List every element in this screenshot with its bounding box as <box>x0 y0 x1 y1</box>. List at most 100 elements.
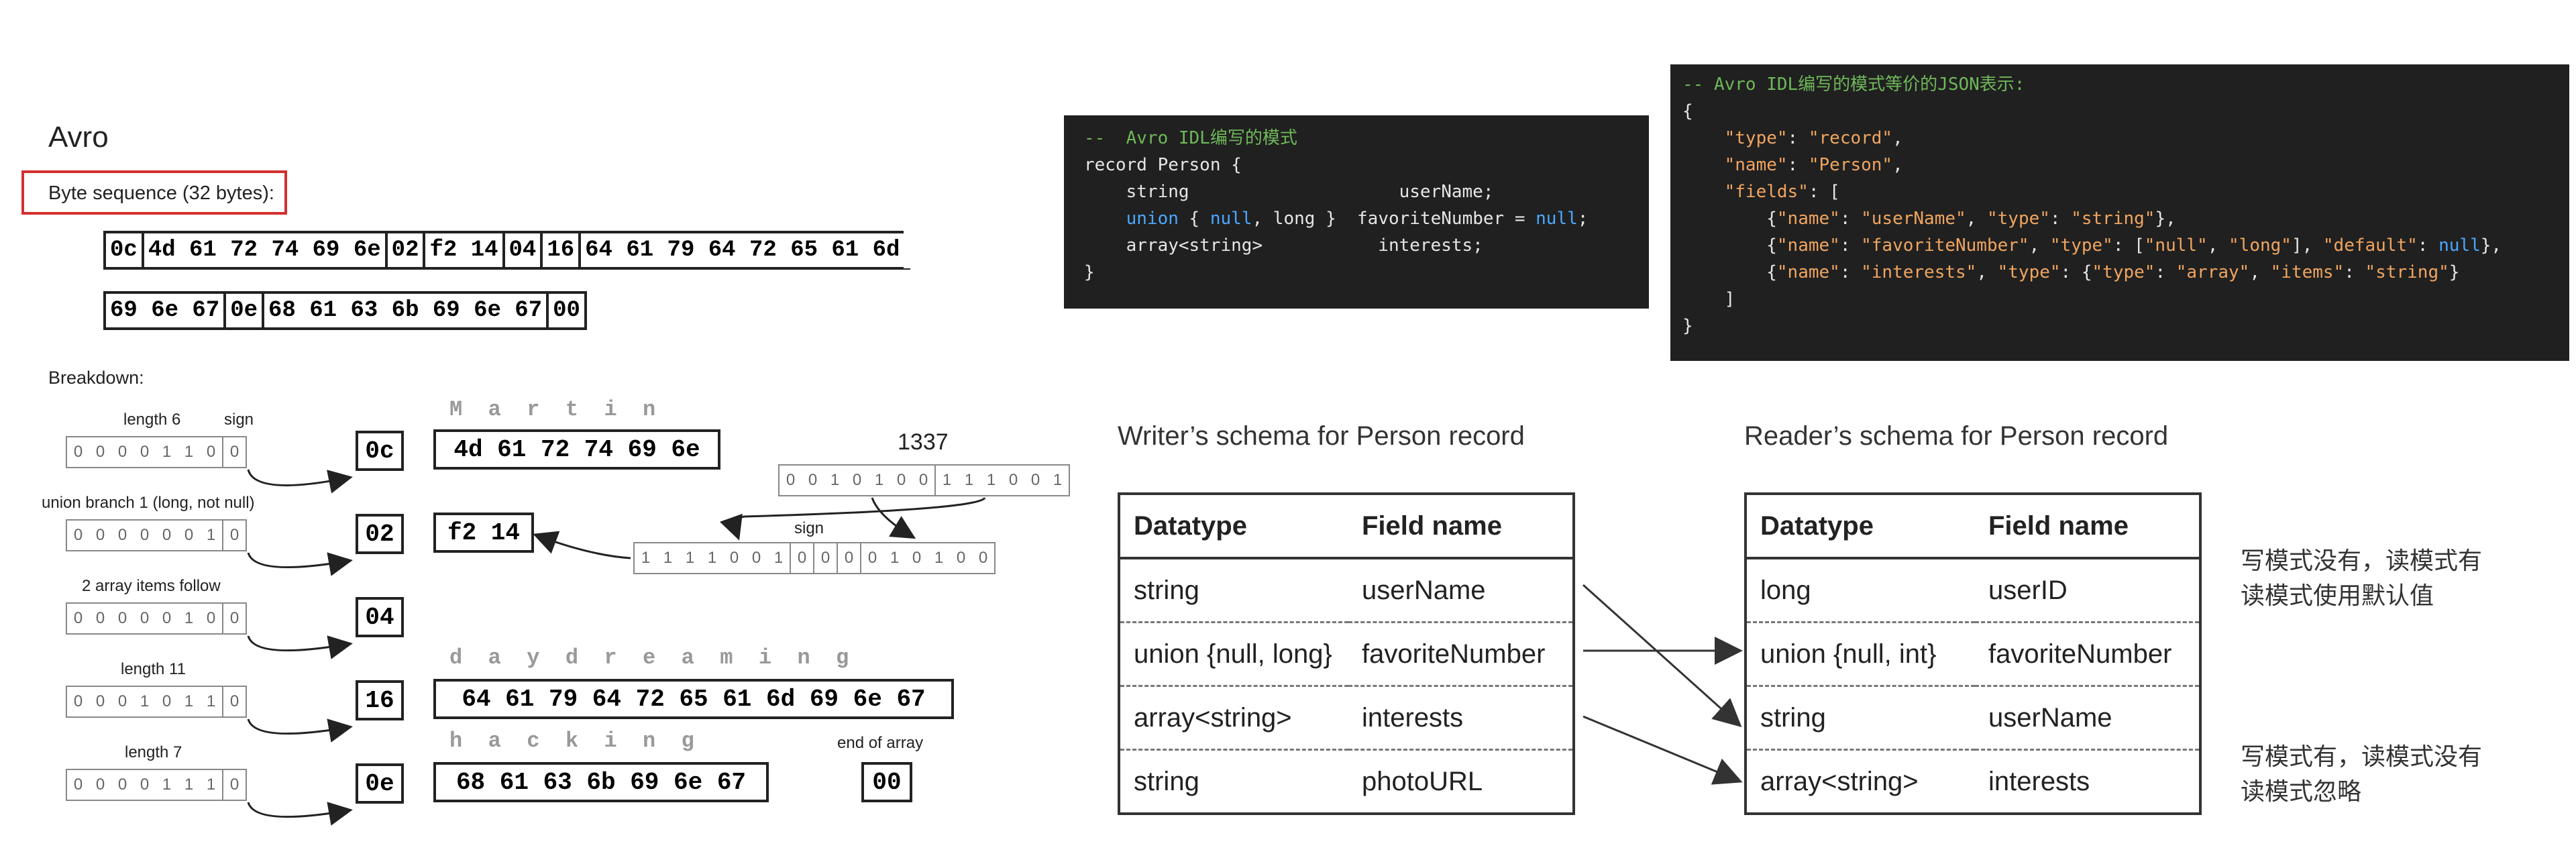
byte-sequence-highlight <box>21 170 287 215</box>
note-top: 写模式没有，读模式有 读模式使用默认值 <box>2241 543 2482 613</box>
code-line: array<string> interests; <box>1084 235 1483 256</box>
reader-schema-title: Reader’s schema for Person record <box>1744 421 2169 451</box>
code-line: { <box>1682 101 1693 121</box>
value-hex-box: 4d 61 72 74 69 6e <box>433 429 720 470</box>
row-label: union branch 1 (long, not null) <box>42 494 255 512</box>
bit-cell: 0 <box>918 471 928 489</box>
code-line: string userName; <box>1084 182 1494 202</box>
hex-box: 16 <box>356 680 404 720</box>
column-header: Datatype <box>1119 494 1348 559</box>
bit-cell: 0 <box>73 692 83 710</box>
table-row: array<string>interests <box>1746 749 2200 814</box>
bit-cell: 0 <box>162 526 172 544</box>
bit-cell: 0 <box>95 692 105 710</box>
field-cell: interests <box>1975 749 2200 814</box>
column-header: Field name <box>1348 494 1574 559</box>
string-letters: M a r t i n <box>449 397 656 422</box>
bit-cell: 1 <box>206 775 216 794</box>
code-line: {"name": "favoriteNumber", "type": ["nul… <box>1682 235 2502 256</box>
datatype-cell: union {null, int} <box>1746 621 1975 686</box>
bit-cell: 0 <box>860 543 883 573</box>
bit-cell: 0 <box>73 526 83 544</box>
bit-cell: 0 <box>73 775 83 794</box>
avro-title: Avro <box>48 121 109 154</box>
datatype-cell: string <box>1134 575 1199 605</box>
bit-cell: 0 <box>117 775 127 794</box>
bit-cell: 0 <box>978 549 988 567</box>
datatype-cell: long <box>1760 575 1811 605</box>
byte-group: 64 61 79 64 72 65 61 6d <box>578 231 904 270</box>
bit-cell: 0 <box>140 443 150 461</box>
bit-cell: 1 <box>663 549 673 567</box>
byte-group: 0e <box>223 291 262 330</box>
code-line: ] <box>1682 289 1735 309</box>
bit-cell: 1 <box>874 471 884 489</box>
value-hex-box: f2 14 <box>433 513 534 553</box>
byte-row-2: 69 6e 67 0e 68 61 63 6b 69 6e 67 00 <box>103 291 587 330</box>
note-line: 写模式没有，读模式有 <box>2241 547 2483 574</box>
code-line: } <box>1084 262 1095 282</box>
row-label: 2 array items follow <box>82 577 221 595</box>
bit-cell: 1 <box>773 549 784 567</box>
bit-cell: 1 <box>162 443 172 461</box>
byte-row-1: 0c 4d 61 72 74 69 6e 02 f2 14 04 16 64 6… <box>103 231 911 270</box>
string-letters: h a c k i n g <box>449 729 694 753</box>
json-code-block: -- Avro IDL编写的模式等价的JSON表示: { "type": "re… <box>1670 64 2569 361</box>
row-label: length 6 <box>123 411 181 429</box>
value-hex-box: 64 61 79 64 72 65 61 6d 69 6e 67 <box>433 679 954 719</box>
field-cell: favoriteNumber <box>1348 621 1574 686</box>
end-of-array-label: end of array <box>837 734 924 752</box>
code-line: record Person { <box>1084 155 1242 175</box>
bit-cell: 0 <box>162 609 172 627</box>
bit-cell: 0 <box>95 775 105 794</box>
hex-box: 04 <box>356 597 404 637</box>
bit-cell: 0 <box>729 549 739 567</box>
bit-cell: 1 <box>140 692 150 710</box>
bit-cell: 0 <box>140 526 150 544</box>
bit-cell: 0 <box>837 543 860 573</box>
bit-cell: 0 <box>117 609 127 627</box>
bit-cell: 1 <box>206 526 216 544</box>
schema-mapping-arrows <box>1582 584 1743 785</box>
bit-cell: 0 <box>790 543 813 573</box>
bit-cell: 1 <box>184 443 194 461</box>
breakdown-label: Breakdown: <box>48 368 144 388</box>
bit-cell: 0 <box>140 609 150 627</box>
code-line: } <box>1682 316 1693 336</box>
code-line: "type": "record", <box>1724 128 1903 148</box>
byte-group: 4d 61 72 74 69 6e <box>141 231 385 270</box>
bit-cell: 1 <box>184 609 194 627</box>
bit-cell: 0 <box>1030 471 1040 489</box>
bit-cell: 0 <box>222 521 246 550</box>
hex-box: 0c <box>356 431 404 471</box>
table-row: array<string>interests <box>1119 685 1574 750</box>
number-value: 1337 <box>898 429 949 455</box>
datatype-cell: array<string> <box>1746 749 1975 814</box>
value-hex-box: 68 61 63 6b 69 6e 67 <box>433 762 769 802</box>
code-line: "fields": [ <box>1724 182 1840 202</box>
bit-cell: 0 <box>786 471 796 489</box>
bit-cell: 0 <box>222 437 246 467</box>
bit-cell: 0 <box>117 443 127 461</box>
bit-cell: 1 <box>206 692 216 710</box>
table-row: union {null, int}favoriteNumber <box>1746 621 2200 686</box>
bit-cell: 0 <box>813 543 837 573</box>
byte-group: 68 61 63 6b 69 6e 67 <box>262 291 547 330</box>
bit-cell: 1 <box>162 775 172 794</box>
bit-cell: 0 <box>73 609 83 627</box>
note-line: 读模式忽略 <box>2241 777 2362 805</box>
bit-cell: 1 <box>184 775 194 794</box>
bit-cell: 0 <box>751 549 761 567</box>
note-line: 写模式有，读模式没有 <box>2241 743 2483 770</box>
byte-group: f2 14 <box>423 231 502 270</box>
row-label: length 7 <box>125 743 182 761</box>
byte-group: 00 <box>546 291 587 330</box>
sign-label: sign <box>794 519 824 537</box>
note-bottom: 写模式有，读模式没有 读模式忽略 <box>2241 739 2482 809</box>
